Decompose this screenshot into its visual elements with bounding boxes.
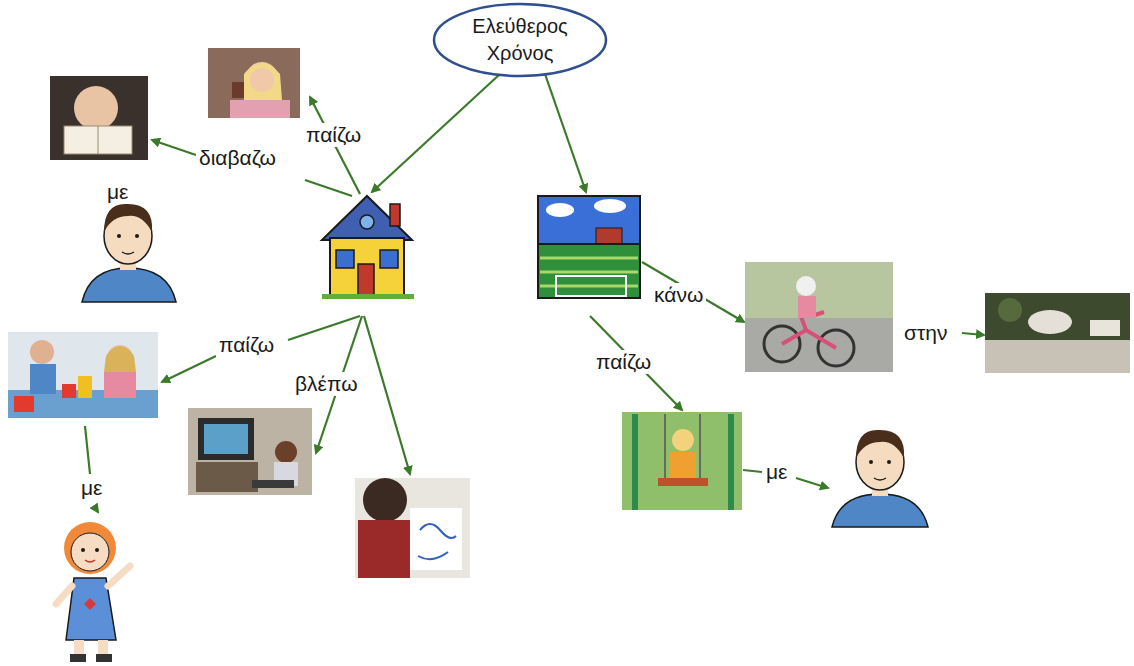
verb-label: βλέπω — [292, 372, 361, 396]
photo-park — [985, 293, 1130, 373]
photo-child-bike — [745, 262, 893, 372]
verb-label: στην — [901, 321, 950, 345]
verb-label: με — [763, 460, 790, 484]
ellipse-node: Ελεύθερος Χρόνος — [432, 2, 608, 78]
photo-baby-reading — [50, 76, 148, 160]
verb-label: παίζω — [216, 333, 277, 357]
verb-label: διαβαζω — [196, 146, 279, 170]
node-text: Ελεύθερος Χρόνος — [460, 13, 580, 67]
photo-child-drawing — [355, 478, 470, 578]
doll-icon — [56, 522, 130, 662]
photo-swing — [622, 412, 742, 510]
verb-label: με — [78, 476, 105, 500]
verb-label: παίζω — [303, 123, 364, 147]
man-face-icon — [832, 430, 928, 527]
photo-children-toys — [8, 332, 158, 418]
house-icon — [322, 196, 414, 299]
leader-lines — [85, 74, 984, 512]
man-face-icon — [82, 204, 176, 302]
photo-watching-tv — [188, 408, 312, 495]
verb-label: παίζω — [593, 350, 654, 374]
farm-icon — [538, 196, 640, 298]
photo-girl-phone — [208, 48, 300, 118]
verb-label: με — [104, 180, 131, 204]
verb-label: κάνω — [651, 283, 706, 307]
ellipse-outline — [432, 2, 608, 78]
